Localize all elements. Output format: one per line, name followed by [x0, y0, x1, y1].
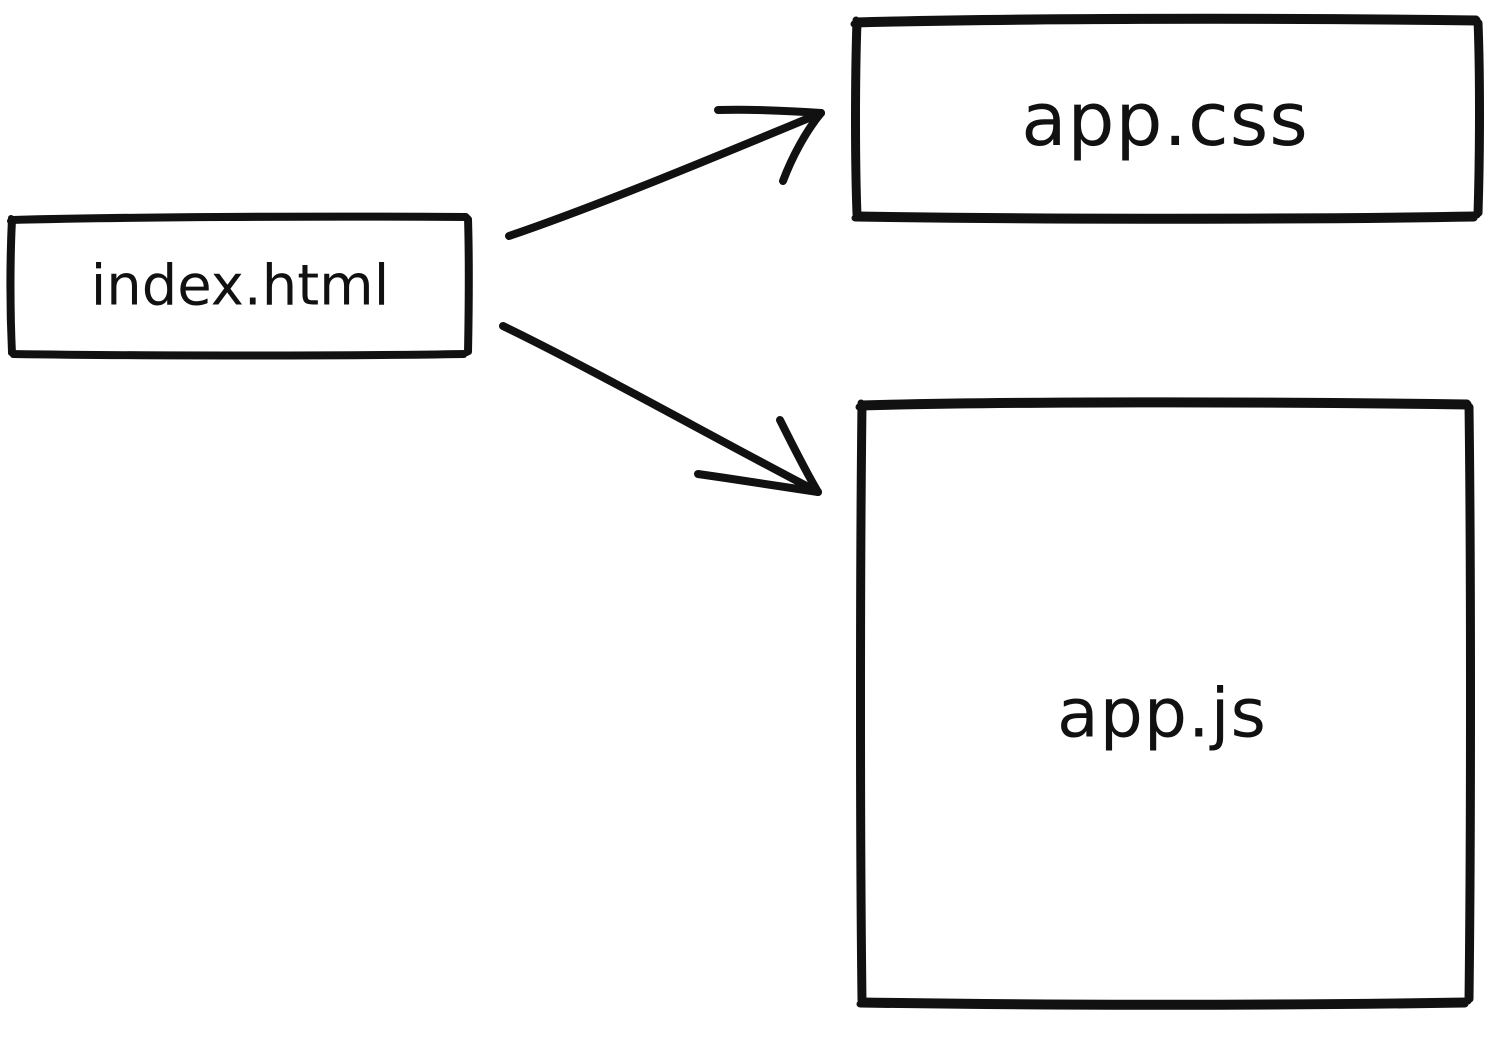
node-app-js-shape[interactable] — [855, 397, 1475, 1010]
node-index-html[interactable] — [10, 216, 468, 354]
node-app-css-shape[interactable] — [850, 13, 1484, 224]
node-index-html-shape[interactable] — [6, 212, 473, 360]
node-app-css[interactable] — [853, 18, 1477, 216]
edge-index-to-css[interactable] — [505, 105, 825, 240]
edge-index-to-js[interactable] — [499, 322, 822, 496]
node-app-js[interactable] — [858, 402, 1468, 1003]
